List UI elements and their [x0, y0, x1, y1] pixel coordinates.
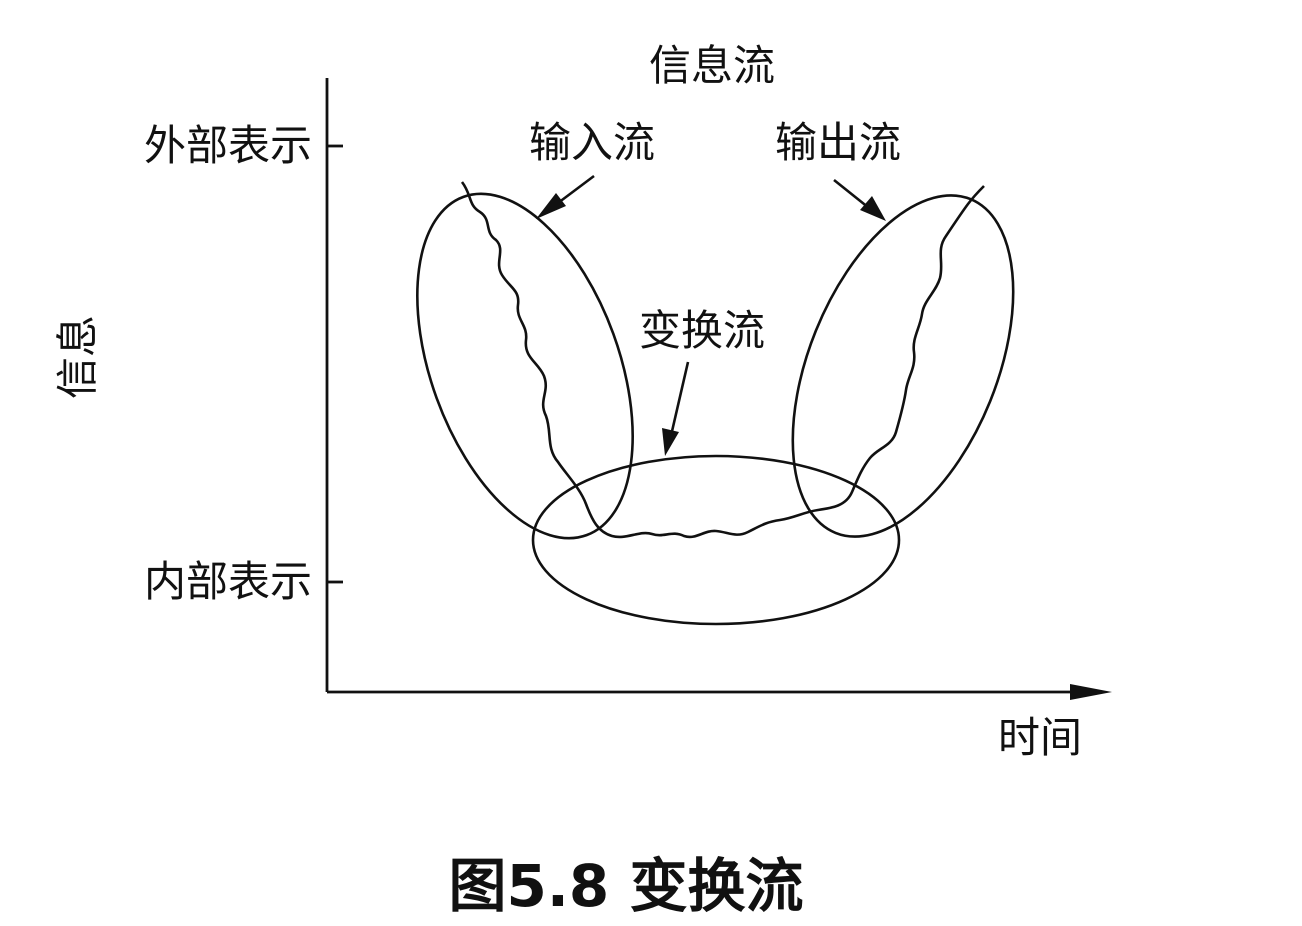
x-axis-label: 时间	[998, 713, 1082, 762]
input-flow-ellipse	[416, 192, 634, 540]
y-tick-label-external: 外部表示	[144, 121, 312, 170]
transform-flow-label: 变换流	[639, 306, 765, 355]
transform-flow-arrow	[668, 361, 690, 441]
top-label: 信息流	[649, 41, 775, 90]
information-flow-curve	[460, 181, 985, 539]
y-tick-label-internal: 内部表示	[144, 557, 312, 606]
output-flow-arrowhead	[860, 196, 886, 221]
input-flow-arrowhead	[536, 193, 566, 219]
y-axis-label: 信息	[53, 315, 102, 399]
output-flow-ellipse	[791, 194, 1015, 538]
transform-flow-ellipse	[531, 454, 901, 626]
transform-flow-arrowhead	[662, 428, 679, 456]
input-flow-label: 输入流	[529, 118, 655, 167]
output-flow-label: 输出流	[775, 118, 901, 167]
figure-caption: 图5.8 变换流	[449, 852, 804, 920]
x-axis-arrowhead	[1070, 684, 1112, 700]
